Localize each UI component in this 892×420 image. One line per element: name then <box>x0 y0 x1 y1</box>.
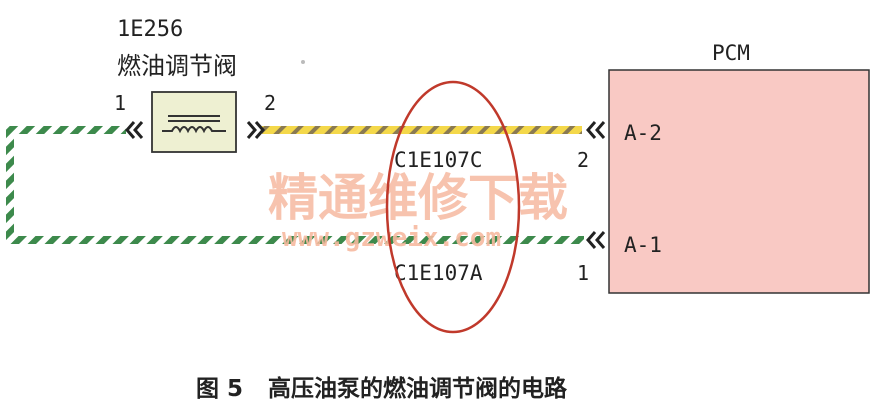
wire-signal-yellow <box>262 126 582 134</box>
stray-dot <box>301 60 305 64</box>
solenoid-coil-icon <box>162 115 226 134</box>
watermark-title: 精通维修下载 <box>268 169 568 227</box>
connector-top-pin: 2 <box>577 148 589 172</box>
connector-bottom-code: C1E107A <box>394 261 483 285</box>
pcm-box <box>608 69 870 294</box>
component-name: 燃油调节阀 <box>117 52 237 80</box>
highlight-ellipse <box>385 80 521 334</box>
pcm-pin-a2: A-2 <box>624 121 662 145</box>
component-pin-left: 1 <box>114 91 126 115</box>
connector-bottom-pin: 1 <box>577 261 589 285</box>
caption-text: 高压油泵的燃油调节阀的电路 <box>268 375 568 402</box>
connector-chevron-icon <box>125 121 606 249</box>
caption-figure: 图 5 <box>196 376 243 402</box>
pcm-label: PCM <box>712 41 750 65</box>
component-pin-right: 2 <box>264 91 276 115</box>
component-code: 1E256 <box>117 17 183 42</box>
wire-ground-green <box>6 126 584 244</box>
connector-top-code: C1E107C <box>394 148 483 172</box>
pcm-pin-a1: A-1 <box>624 233 662 257</box>
